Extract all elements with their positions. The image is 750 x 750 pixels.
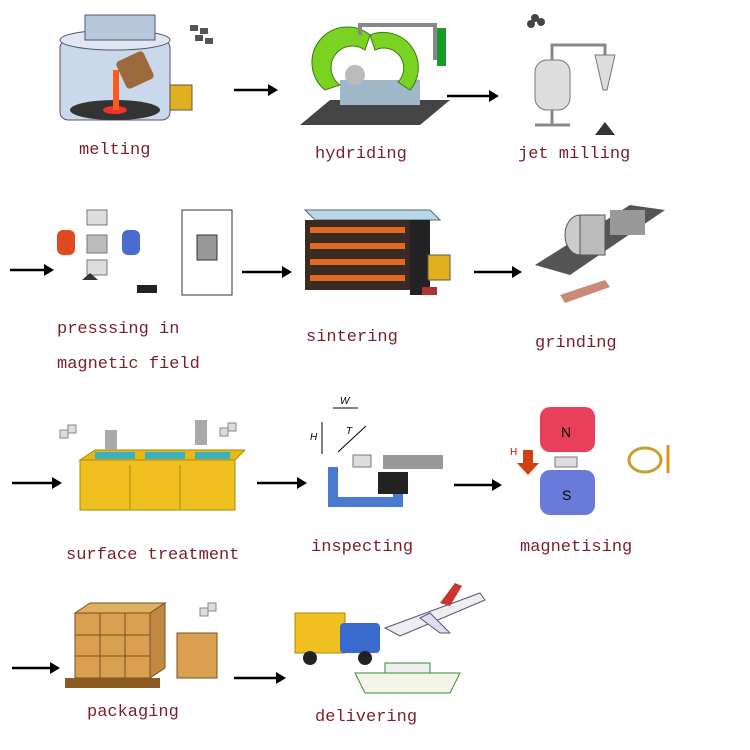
arrow-right-icon [10,264,54,276]
magnetic-press-icon [57,209,233,296]
step-label-jet-milling: jet milling [518,145,631,164]
svg-text:W: W [340,396,351,407]
step-label-pressing-line1: presssing in [57,320,180,339]
svg-text:H: H [310,432,318,443]
arrow-right-icon [242,266,292,278]
plating-tank-icon [59,420,245,511]
truck-plane-ship-icon [294,583,486,694]
arrow-right-icon [234,84,278,96]
step-label-melting: melting [79,141,151,160]
svg-text:T: T [346,426,353,437]
step-label-grinding: grinding [535,334,617,353]
sintering-furnace-icon [303,209,451,295]
micrometer-icon: W H T [310,396,443,507]
hydriding-furnace-icon [300,23,450,125]
magnetiser-icon: N S H [510,407,670,515]
step-label-magnetising: magnetising [520,538,633,557]
boxes-pallet-icon [65,602,218,688]
arrow-right-icon [454,479,502,491]
jet-mill-icon [527,14,616,135]
step-label-sintering: sintering [306,328,398,347]
arrow-right-icon [12,662,60,674]
svg-text:N: N [561,424,571,440]
grinding-machine-icon [535,205,665,303]
melting-furnace-icon [59,14,213,121]
arrow-right-icon [234,672,286,684]
arrow-right-icon [474,266,522,278]
step-label-inspecting: inspecting [311,538,414,557]
svg-text:S: S [562,487,571,503]
step-label-surface-treatment: surface treatment [66,546,240,565]
step-label-delivering: delivering [315,708,418,727]
step-label-pressing-line2: magnetic field [57,355,200,374]
arrow-right-icon [12,477,62,489]
arrow-right-icon [257,477,307,489]
arrow-right-icon [447,90,499,102]
step-label-packaging: packaging [87,703,179,722]
step-label-hydriding: hydriding [315,145,407,164]
svg-text:H: H [510,447,517,458]
